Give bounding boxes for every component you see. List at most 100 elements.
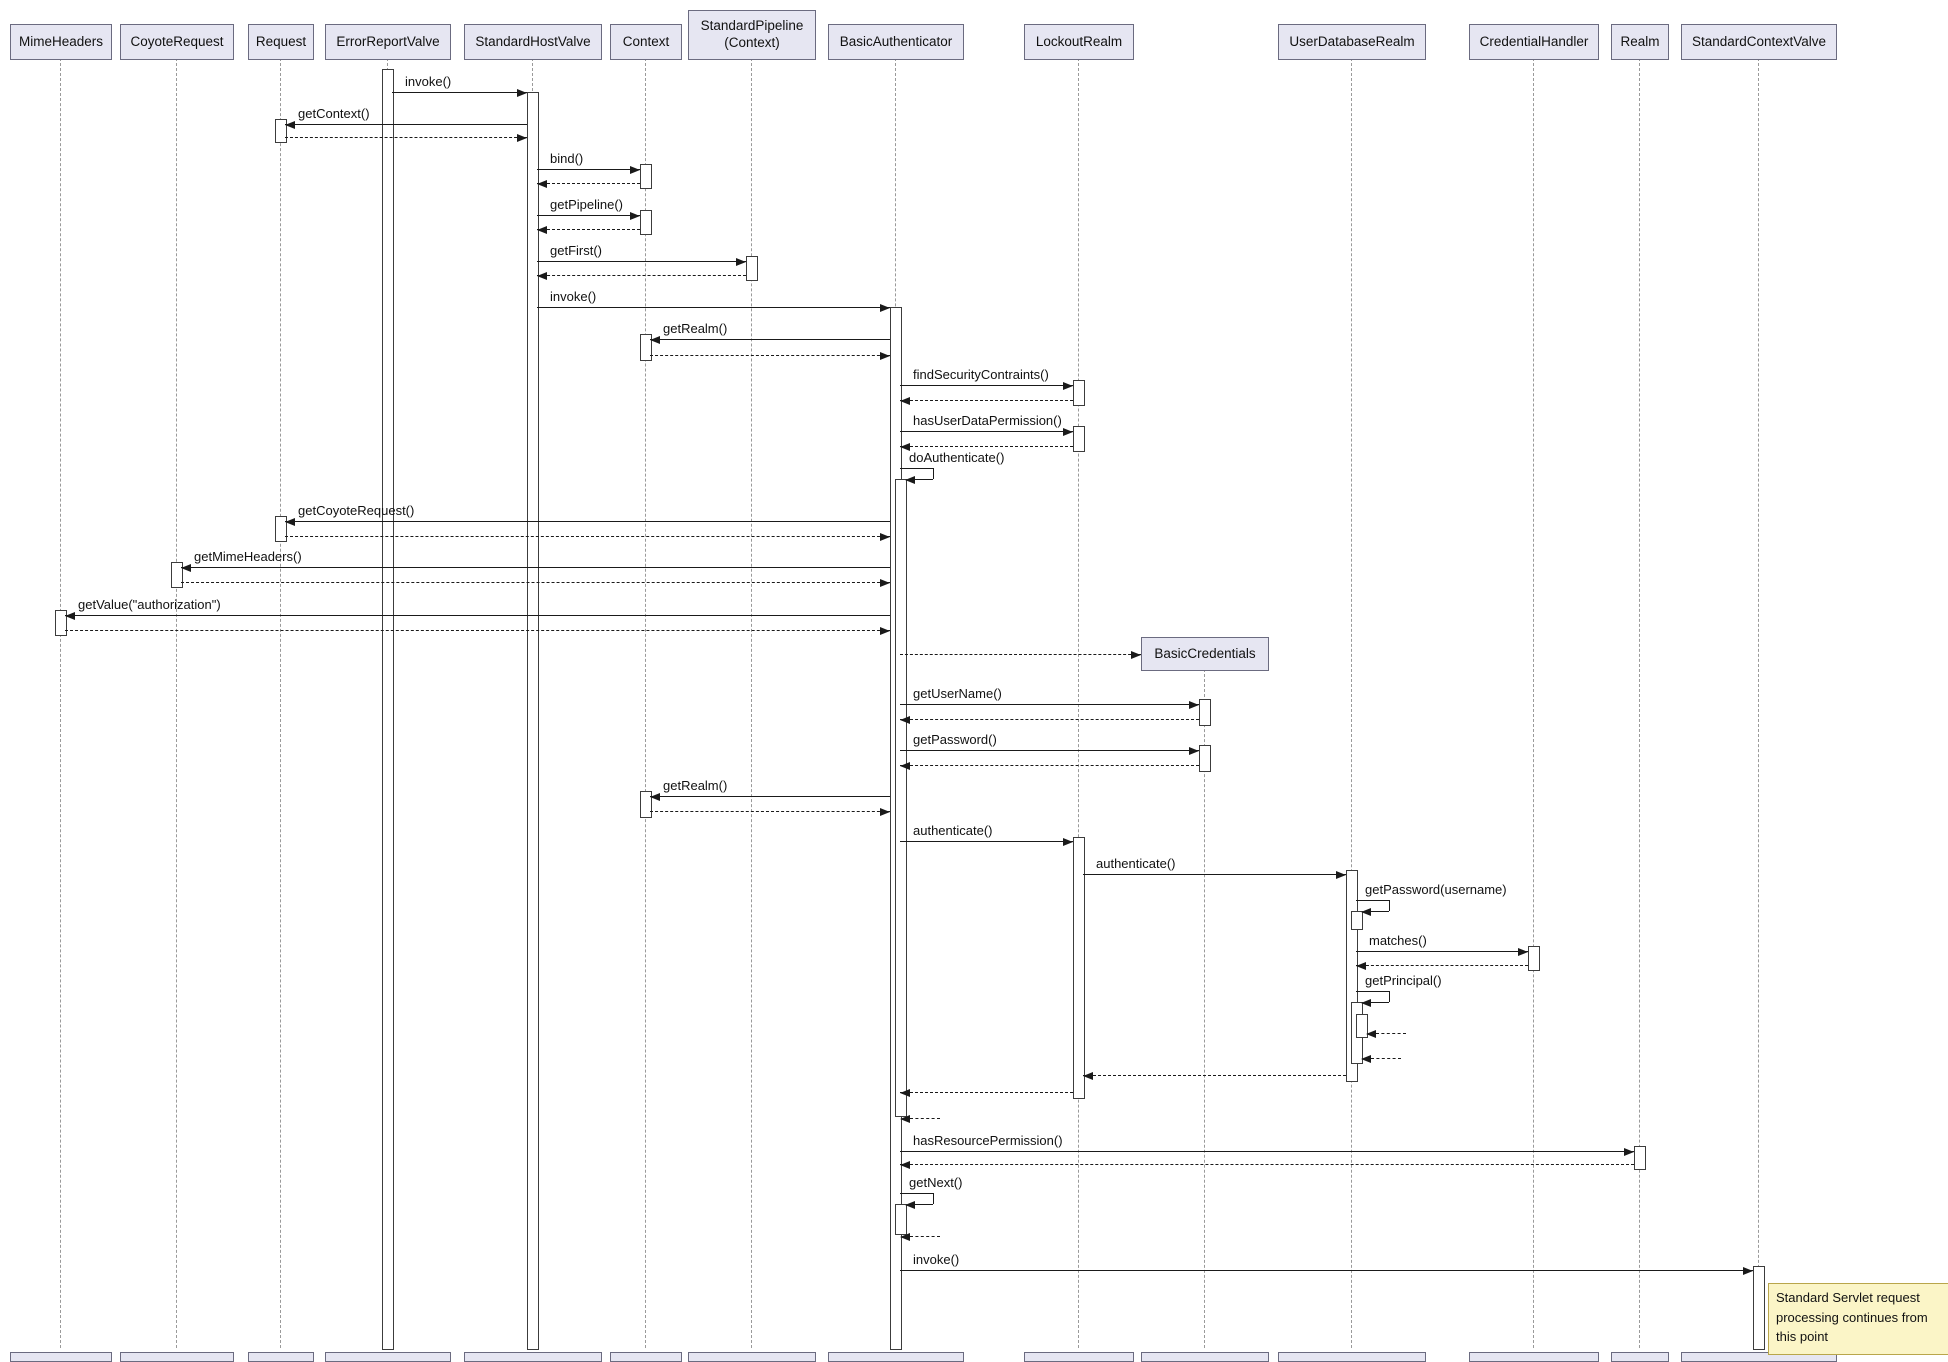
lifeline-Request xyxy=(280,58,281,1348)
message-return-arrowhead-icon xyxy=(880,351,890,360)
message-return-line xyxy=(537,183,640,184)
message-bind-line xyxy=(537,169,640,170)
activation-Request xyxy=(275,119,287,143)
message-findsecuritycontraints-line xyxy=(900,385,1073,386)
message-bind-label: bind() xyxy=(550,151,584,166)
message-invoke-label: invoke() xyxy=(550,289,597,304)
message-invoke-arrowhead-icon xyxy=(880,303,890,312)
activation-StandardHostValve xyxy=(527,92,539,1350)
activation-Context xyxy=(640,334,652,361)
message-getpasswordusername-bottom xyxy=(1371,911,1389,912)
message-return-arrowhead-icon xyxy=(1083,1071,1093,1080)
participant-footer-CoyoteRequest xyxy=(120,1352,234,1362)
message-getusername-line xyxy=(900,704,1199,705)
message-return-line xyxy=(900,719,1199,720)
message-return-line xyxy=(537,229,640,230)
lifeline-StandardContextValve xyxy=(1758,58,1759,1348)
message-getrealm-label: getRealm() xyxy=(663,778,728,793)
participant-footer-LockoutRealm xyxy=(1024,1352,1134,1362)
lifeline-UserDatabaseRealm xyxy=(1351,58,1352,1348)
lifeline-CoyoteRequest xyxy=(176,58,177,1348)
participant-footer-Request xyxy=(248,1352,314,1362)
lifeline-LockoutRealm xyxy=(1078,58,1079,1348)
activation-StandardPipeline xyxy=(746,256,758,281)
message-selfreturn-arrowhead-icon xyxy=(900,1114,910,1123)
message-getcoyoterequest-line xyxy=(285,521,890,522)
lifeline-MimeHeaders xyxy=(60,58,61,1348)
message-return-arrowhead-icon xyxy=(880,626,890,635)
activation-CredentialHandler xyxy=(1528,946,1540,971)
note-line: Standard Servlet request xyxy=(1776,1290,1920,1305)
message-authenticate-label: authenticate() xyxy=(913,823,993,838)
activation-MimeHeaders xyxy=(55,610,67,636)
message-getmimeheaders-line xyxy=(181,567,890,568)
message-invoke-arrowhead-icon xyxy=(517,88,527,97)
message-invoke-line xyxy=(900,1270,1753,1271)
message-hasresourcepermission-arrowhead-icon xyxy=(1624,1147,1634,1156)
message-return-line xyxy=(900,1164,1634,1165)
message-return-arrowhead-icon xyxy=(900,1088,910,1097)
message-getprincipal-bottom xyxy=(1371,1002,1389,1003)
message-selfreturn-line xyxy=(1371,1058,1401,1059)
note-line: this point xyxy=(1776,1329,1829,1344)
message-getfirst-arrowhead-icon xyxy=(736,257,746,266)
lifeline-CredentialHandler xyxy=(1533,58,1534,1348)
message-doauthenticate-arrowhead-icon xyxy=(905,475,915,484)
message-getrealm-arrowhead-icon xyxy=(650,792,660,801)
participant-StandardHostValve: StandardHostValve xyxy=(464,24,602,60)
activation-Context xyxy=(640,164,652,189)
message-bind-arrowhead-icon xyxy=(630,165,640,174)
message-return-arrowhead-icon xyxy=(880,807,890,816)
message-getpasswordusername-side xyxy=(1389,900,1390,911)
message-return-arrowhead-icon xyxy=(900,715,910,724)
message-getrealm-arrowhead-icon xyxy=(650,335,660,344)
message-getmimeheaders-label: getMimeHeaders() xyxy=(194,549,302,564)
message-matches-label: matches() xyxy=(1369,933,1427,948)
participant-MimeHeaders: MimeHeaders xyxy=(10,24,112,60)
message-return-line xyxy=(181,582,890,583)
message-authenticate-arrowhead-icon xyxy=(1336,870,1346,879)
message-getrealm-line xyxy=(650,796,890,797)
activation-Context xyxy=(640,210,652,235)
activation-BasicCredentials xyxy=(1199,699,1211,726)
message-hasresourcepermission-label: hasResourcePermission() xyxy=(913,1133,1063,1148)
participant-BasicCredentials: BasicCredentials xyxy=(1141,637,1269,671)
message-getnext-side xyxy=(933,1193,934,1204)
message-matches-arrowhead-icon xyxy=(1518,947,1528,956)
participant-Context: Context xyxy=(610,24,682,60)
message-return-line xyxy=(1083,1075,1346,1076)
activation-LockoutRealm xyxy=(1073,380,1085,406)
message-return-line xyxy=(900,446,1073,447)
message-return-line xyxy=(900,1092,1073,1093)
message-create-arrowhead-icon xyxy=(1131,650,1141,659)
message-authenticate-arrowhead-icon xyxy=(1063,837,1073,846)
message-return-line xyxy=(900,400,1073,401)
message-getcontext-label: getContext() xyxy=(298,106,370,121)
activation-BasicCredentials xyxy=(1199,745,1211,772)
participant-Realm: Realm xyxy=(1611,24,1669,60)
message-invoke-line xyxy=(392,92,527,93)
message-selfreturn-arrowhead-icon xyxy=(1366,1029,1376,1038)
participant-UserDatabaseRealm: UserDatabaseRealm xyxy=(1278,24,1426,60)
message-getprincipal-label: getPrincipal() xyxy=(1365,973,1442,988)
participant-footer-BasicAuthenticator xyxy=(828,1352,964,1362)
message-getpipeline-line xyxy=(537,215,640,216)
message-hasuserdatapermission-line xyxy=(900,431,1073,432)
participant-LockoutRealm: LockoutRealm xyxy=(1024,24,1134,60)
message-create-line xyxy=(900,654,1141,655)
message-getpasswordusername-top xyxy=(1356,900,1389,901)
participant-footer-StandardPipeline xyxy=(688,1352,816,1362)
lifeline-Realm xyxy=(1639,58,1640,1348)
message-getnext-bottom xyxy=(915,1204,933,1205)
message-getpipeline-label: getPipeline() xyxy=(550,197,623,212)
message-return-line xyxy=(285,137,527,138)
message-return-arrowhead-icon xyxy=(900,442,910,451)
message-getprincipal-arrowhead-icon xyxy=(1361,998,1371,1007)
activation-BasicAuthenticator xyxy=(895,1204,907,1235)
message-doauthenticate-bottom xyxy=(915,479,933,480)
participant-footer-MimeHeaders xyxy=(10,1352,112,1362)
participant-footer-CredentialHandler xyxy=(1469,1352,1599,1362)
message-matches-line xyxy=(1356,951,1528,952)
participant-Request: Request xyxy=(248,24,314,60)
